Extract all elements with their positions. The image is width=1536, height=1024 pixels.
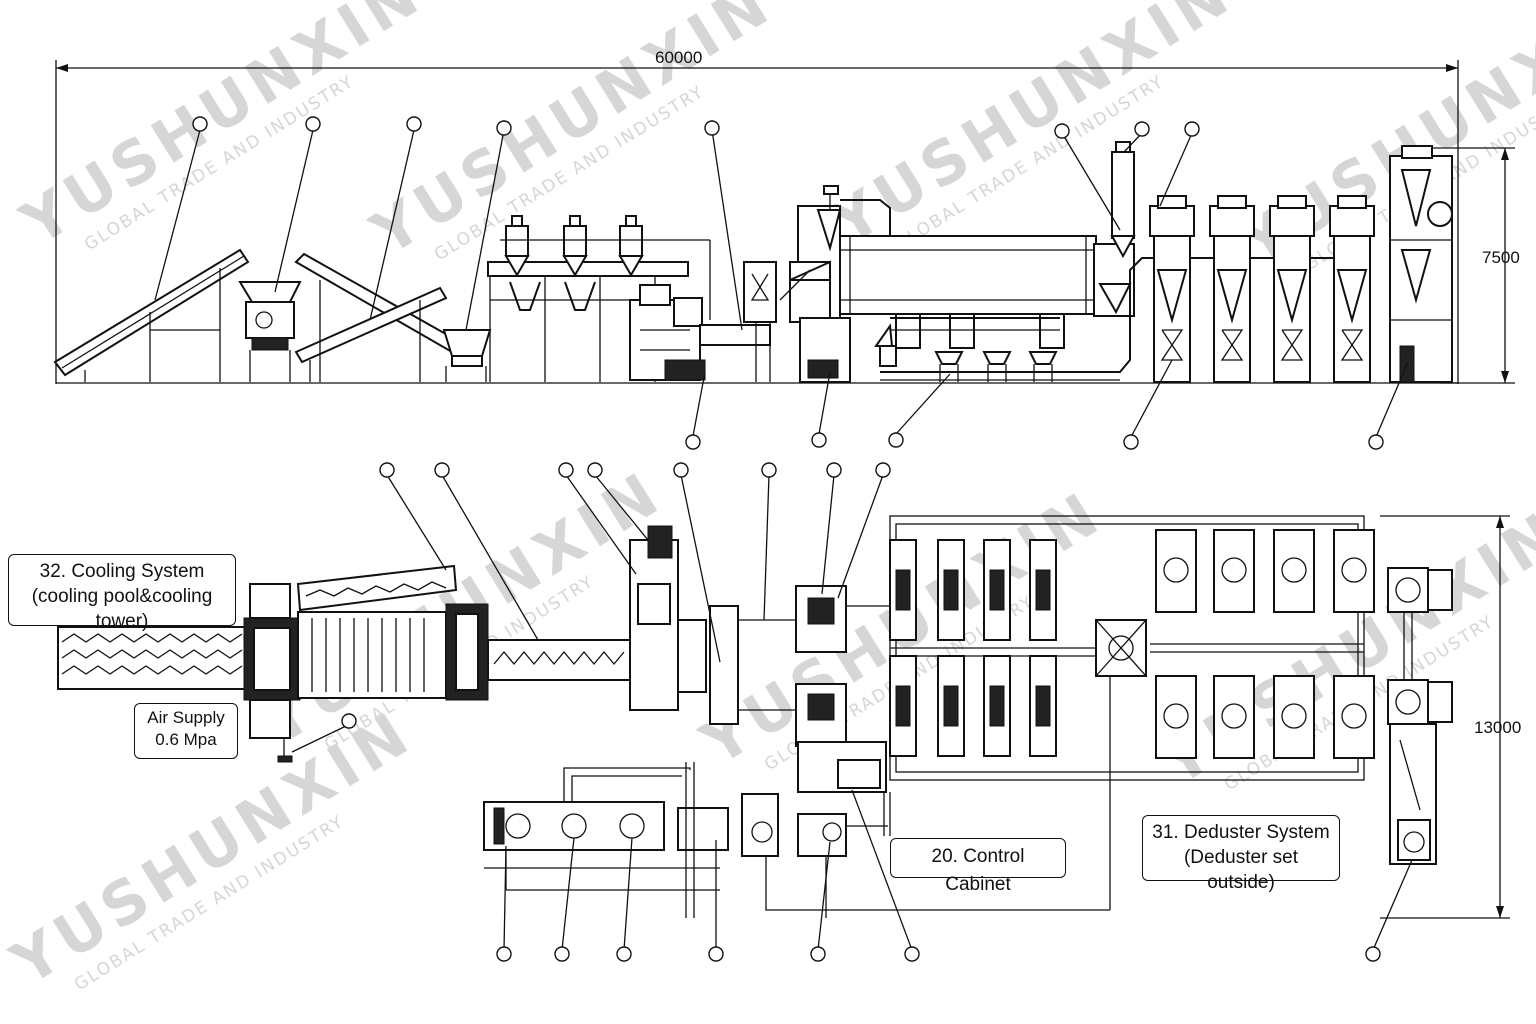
item-markers-bottom xyxy=(341,462,1381,962)
cooling-system-title: 32. Cooling System xyxy=(39,561,205,582)
rotary-drum xyxy=(839,235,1135,349)
cooler-section xyxy=(296,564,489,701)
coating-line xyxy=(483,762,891,918)
air-supply-callout: Air Supply 0.6 Mpa xyxy=(134,703,238,759)
granulator-plan xyxy=(629,525,800,725)
cooling-drum xyxy=(57,583,301,739)
dryer-cyclone xyxy=(779,185,891,383)
air-supply-title: Air Supply xyxy=(147,708,225,727)
dimension-width-label: 13000 xyxy=(1474,718,1522,737)
control-cabinet-callout: 20. Control Cabinet xyxy=(890,838,1066,895)
dimension-height-label: 7500 xyxy=(1482,248,1520,267)
packing-stations xyxy=(1149,195,1375,383)
cooler-units xyxy=(889,539,1057,757)
hopper xyxy=(442,329,492,382)
air-supply-pressure: 0.6 Mpa xyxy=(155,730,217,749)
cooling-system-callout: 32. Cooling System (cooling pool&cooling… xyxy=(8,554,236,632)
inclined-conveyor xyxy=(294,252,462,382)
deduster-system-callout: 31. Deduster System (Deduster set outsid… xyxy=(1142,815,1340,893)
distribution-box xyxy=(840,619,1147,911)
dryer-plan xyxy=(795,585,890,793)
pipe-manifold xyxy=(889,515,1365,781)
dimension-width xyxy=(1380,515,1510,919)
fan-units-plan xyxy=(1387,567,1453,865)
deduster-system-title: 31. Deduster System xyxy=(1152,822,1330,843)
belt-conveyor xyxy=(53,248,250,382)
packing-units-plan xyxy=(1155,529,1375,759)
screening-line xyxy=(874,257,1360,382)
dimension-top xyxy=(55,60,1459,384)
cyclone-tower xyxy=(1110,141,1136,259)
leader-lines-bottom xyxy=(291,474,1413,951)
deduster-system-detail: (Deduster set outside) xyxy=(1183,847,1299,893)
mixer-granulator xyxy=(629,261,777,382)
cooling-system-detail: (cooling pool&cooling tower) xyxy=(31,586,213,632)
conveyor-plan xyxy=(487,639,635,681)
dimension-total-length: 60000 xyxy=(655,48,703,67)
deduster-tower xyxy=(1389,145,1453,383)
item-markers-top xyxy=(192,116,1384,450)
leader-lines-top xyxy=(154,129,1409,438)
batching-silos xyxy=(487,215,711,382)
control-cabinet-label: 20. Control Cabinet xyxy=(931,846,1025,895)
air-supply-valve xyxy=(277,738,293,763)
crusher xyxy=(238,281,302,382)
